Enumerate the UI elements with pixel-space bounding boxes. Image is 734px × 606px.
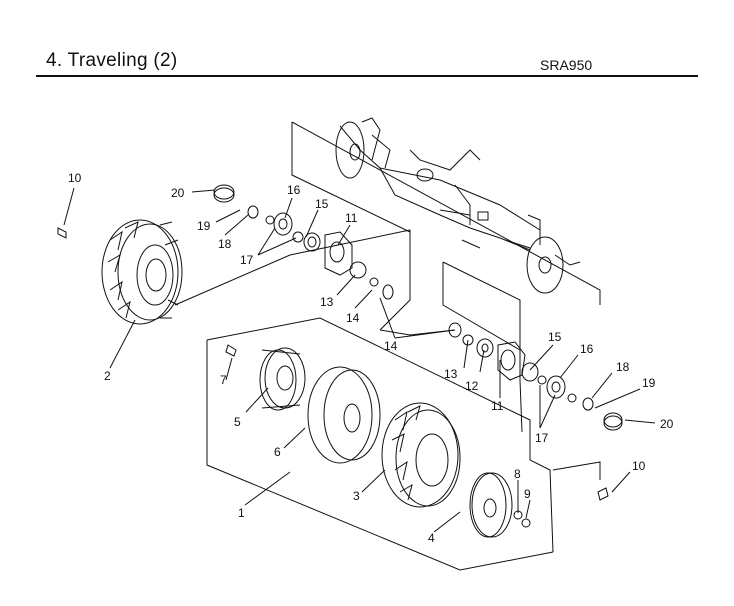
callout-19-right: 19 [642, 376, 656, 390]
callout-16-left: 16 [287, 183, 301, 197]
callout-12: 12 [465, 379, 479, 393]
callout-14-right: 14 [384, 339, 398, 353]
callout-19-left: 19 [197, 219, 211, 233]
wheel-assembly-center [225, 344, 531, 538]
callout-20-right: 20 [660, 417, 674, 431]
callout-13-right: 13 [444, 367, 458, 381]
leader-lines [63, 187, 656, 533]
callout-5: 5 [234, 415, 241, 429]
callout-16-right: 16 [580, 342, 594, 356]
callout-13-left: 13 [320, 295, 334, 309]
callout-18-left: 18 [218, 237, 232, 251]
assembly-boundary-lines [174, 229, 601, 571]
callout-14-left: 14 [346, 311, 360, 325]
callout-4: 4 [428, 531, 435, 545]
page-title: 4. Traveling (2) [46, 50, 178, 71]
callout-8: 8 [514, 467, 521, 481]
callout-3: 3 [353, 489, 360, 503]
callout-1: 1 [238, 506, 245, 520]
callout-10-right: 10 [632, 459, 646, 473]
tire-assembly-left [57, 219, 183, 325]
header-divider [36, 75, 698, 77]
callout-15-right: 15 [548, 330, 562, 344]
hub-parts-right [448, 322, 623, 501]
callout-9: 9 [524, 487, 531, 501]
axle-assembly [291, 117, 601, 305]
callout-11-right: 11 [491, 399, 504, 413]
callout-7: 7 [220, 373, 227, 387]
callout-18-right: 18 [616, 360, 630, 374]
hub-parts-upper [213, 184, 394, 300]
callout-11-left: 11 [345, 211, 358, 225]
callout-15-left: 15 [315, 197, 329, 211]
callout-2: 2 [104, 369, 111, 383]
callout-10-left: 10 [68, 171, 82, 185]
callout-17-left: 17 [240, 253, 254, 267]
callout-20-left: 20 [171, 186, 185, 200]
callout-labels: 10 20 19 16 15 11 18 17 13 14 2 7 5 6 1 … [68, 171, 674, 545]
callout-6: 6 [274, 445, 281, 459]
model-number: SRA950 [540, 57, 593, 73]
callout-17-right: 17 [535, 431, 549, 445]
